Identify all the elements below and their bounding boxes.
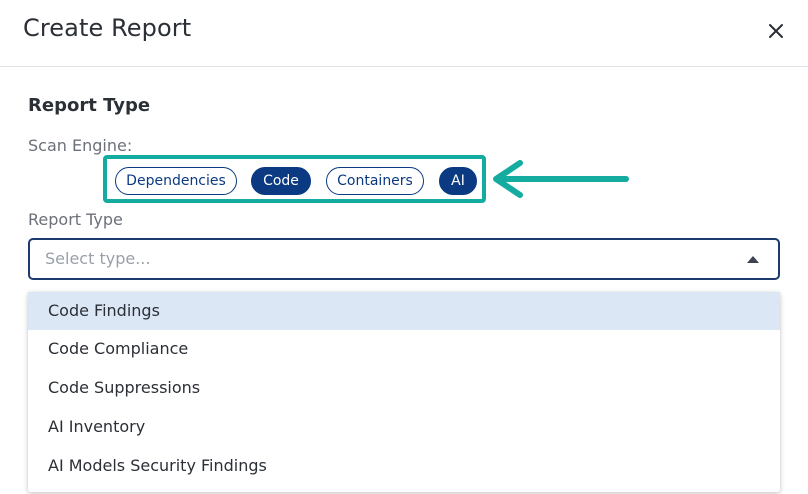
dialog-header: Create Report — [0, 0, 808, 67]
report-type-dropdown: Code Findings Code Compliance Code Suppr… — [28, 292, 780, 492]
option-ai-inventory[interactable]: AI Inventory — [48, 417, 146, 436]
annotation-arrow-icon — [493, 160, 629, 198]
chip-containers[interactable]: Containers — [326, 167, 424, 195]
scan-engine-chip-group: Dependencies Code Containers AI — [103, 155, 486, 203]
option-ai-models-security-findings[interactable]: AI Models Security Findings — [48, 456, 267, 475]
select-placeholder: Select type... — [45, 249, 151, 268]
chip-code[interactable]: Code — [251, 167, 311, 195]
chip-ai[interactable]: AI — [439, 167, 477, 195]
chip-dependencies[interactable]: Dependencies — [115, 167, 237, 195]
section-title: Report Type — [28, 95, 151, 116]
dialog-title: Create Report — [23, 14, 192, 42]
report-type-label: Report Type — [28, 210, 123, 229]
scan-engine-label: Scan Engine: — [28, 136, 133, 155]
close-icon — [769, 24, 783, 38]
option-code-compliance[interactable]: Code Compliance — [48, 339, 189, 358]
option-code-findings[interactable]: Code Findings — [28, 292, 780, 330]
report-type-select[interactable]: Select type... — [28, 238, 780, 280]
option-code-suppressions[interactable]: Code Suppressions — [48, 378, 201, 397]
close-button[interactable] — [762, 17, 790, 45]
caret-up-icon — [747, 256, 759, 263]
